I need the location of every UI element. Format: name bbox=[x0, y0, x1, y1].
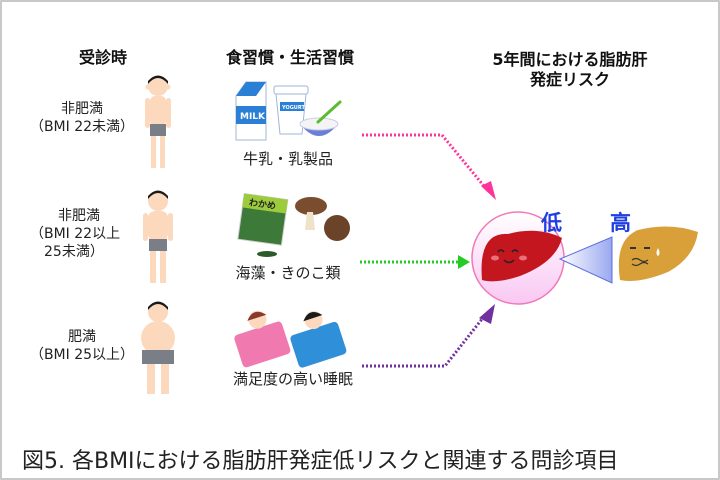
low-risk-label: 低 bbox=[541, 211, 562, 235]
heavy-person-icon bbox=[141, 301, 175, 394]
figure-caption: 図5. 各BMIにおける脂肪肝発症低リスクと関連する問診項目 bbox=[22, 449, 619, 474]
bmi-category: 肥満 bbox=[68, 329, 96, 345]
bmi-label-row3: 肥満 （BMI 25以上） bbox=[22, 328, 142, 364]
bmi-range: （BMI 22以上 bbox=[30, 226, 121, 242]
sleeping-people-icon bbox=[234, 310, 347, 368]
bmi-range: （BMI 25以上） bbox=[29, 347, 135, 363]
svg-text:わかめ: わかめ bbox=[248, 197, 276, 212]
arrow-head-sleep bbox=[479, 304, 495, 324]
header-risk-line1: 5年間における脂肪肝 bbox=[492, 50, 648, 69]
arrow-dairy bbox=[362, 133, 490, 192]
arrow-head-seaweed bbox=[458, 255, 470, 269]
healthy-liver-icon bbox=[481, 230, 562, 282]
bmi-category: 非肥満 bbox=[61, 101, 103, 117]
seaweed-mushroom-icon: わかめ bbox=[237, 193, 350, 257]
svg-text:MILK: MILK bbox=[240, 112, 266, 122]
medium-person-icon bbox=[143, 190, 173, 283]
arrow-head-dairy bbox=[481, 181, 496, 200]
svg-text:YOGURT: YOGURT bbox=[281, 105, 305, 111]
arrow-sleep bbox=[362, 313, 488, 368]
habit-label-sleep: 満足度の高い睡眠 bbox=[232, 370, 353, 388]
habit-label-seaweed: 海藻・きのこ類 bbox=[235, 264, 341, 282]
slim-person-icon bbox=[145, 75, 171, 168]
header-visit: 受診時 bbox=[78, 48, 127, 67]
bmi-label-row1: 非肥満 （BMI 22未満） bbox=[22, 100, 142, 136]
bmi-category: 非肥満 bbox=[58, 208, 100, 224]
bmi-range-cont: 25未満） bbox=[44, 244, 104, 260]
milk-yogurt-icon: MILK YOGURT bbox=[235, 81, 342, 141]
bmi-range: （BMI 22未満） bbox=[29, 119, 135, 135]
high-risk-label: 高 bbox=[610, 211, 631, 235]
risk-comparison-wedge bbox=[558, 236, 613, 284]
fatty-liver-icon bbox=[618, 226, 698, 281]
header-risk: 5年間における脂肪肝 発症リスク bbox=[460, 50, 680, 90]
header-habits: 食習慣・生活習慣 bbox=[225, 48, 354, 67]
header-risk-line2: 発症リスク bbox=[529, 70, 610, 89]
habit-label-dairy: 牛乳・乳製品 bbox=[242, 150, 333, 168]
bmi-label-row2: 非肥満 （BMI 22以上 25未満） bbox=[30, 207, 140, 261]
